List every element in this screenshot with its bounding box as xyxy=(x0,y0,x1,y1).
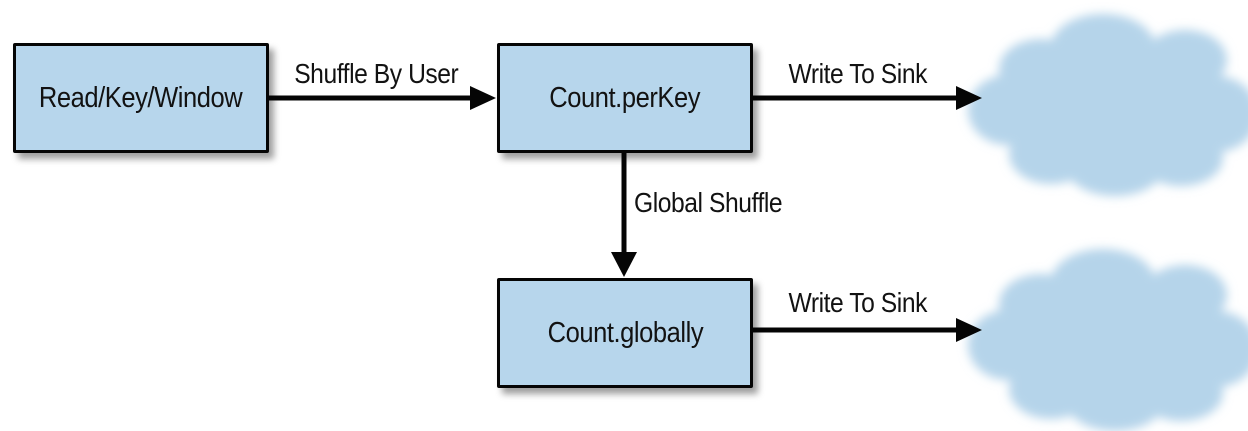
arrowhead-icon xyxy=(956,318,982,342)
node-count-perkey: Count.perKey xyxy=(497,43,753,153)
node-count-globally: Count.globally xyxy=(497,278,753,388)
edge-label-write-to-sink-bottom: Write To Sink xyxy=(788,287,928,318)
edge-label-shuffle-by-user: Shuffle By User xyxy=(293,58,459,89)
arrowhead-icon xyxy=(470,86,496,110)
node-label: Count.perKey xyxy=(549,81,701,114)
arrowhead-icon xyxy=(956,86,982,110)
cloud-icon xyxy=(968,14,1248,196)
node-label: Read/Key/Window xyxy=(39,81,243,114)
edge-label-global-shuffle: Global Shuffle xyxy=(634,187,783,218)
arrowhead-icon xyxy=(611,252,637,277)
node-label: Count.globally xyxy=(547,316,703,349)
node-read-key-window: Read/Key/Window xyxy=(13,43,269,153)
edge-label-write-to-sink-top: Write To Sink xyxy=(788,58,928,89)
cloud-icon xyxy=(968,249,1248,431)
